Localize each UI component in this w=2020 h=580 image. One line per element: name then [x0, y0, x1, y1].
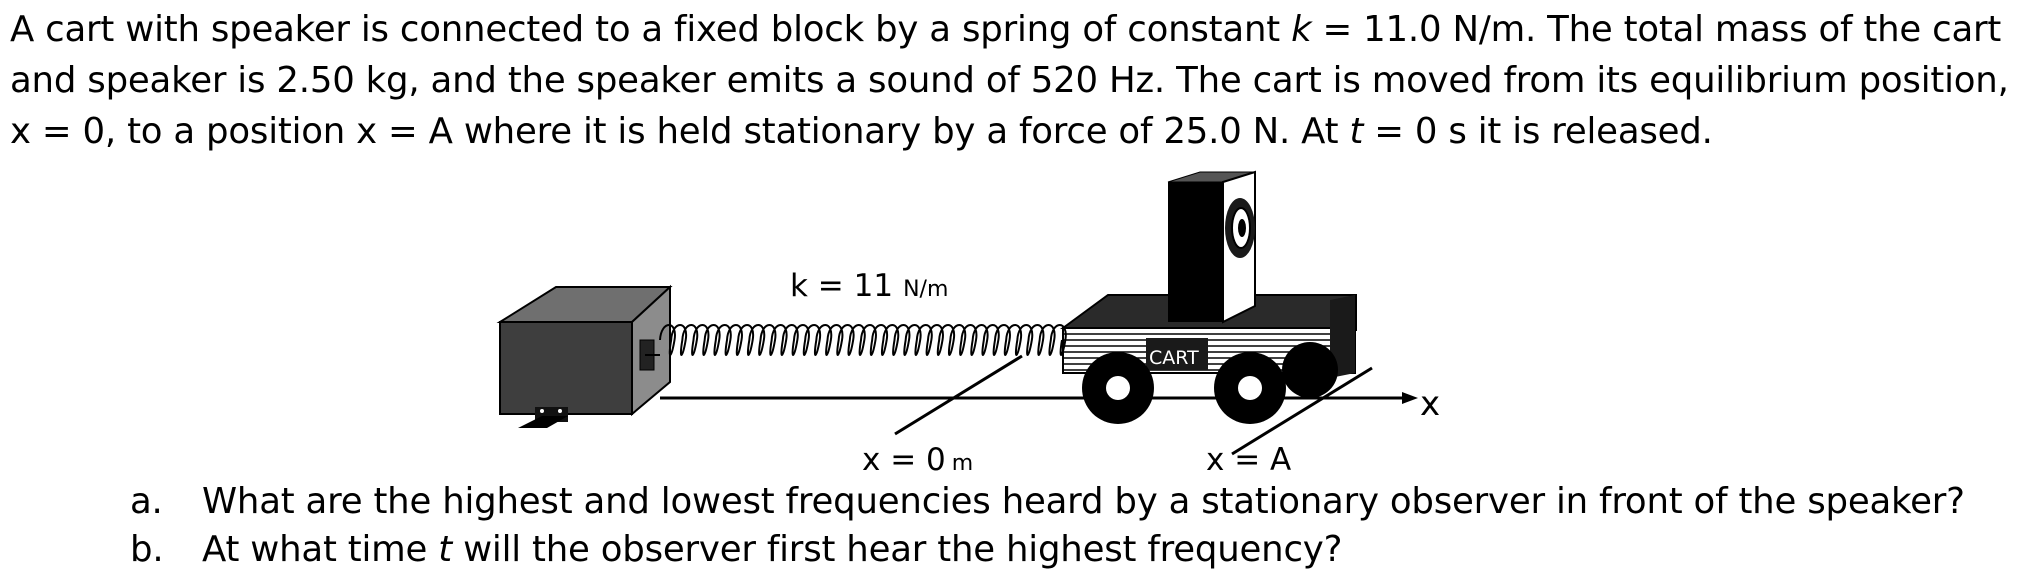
problem-paragraph: A cart with speaker is connected to a fi…	[10, 4, 2015, 157]
x-axis-arrow-icon	[1402, 392, 1418, 404]
spring-constant-label: k = 11 N/m	[790, 268, 948, 304]
question-b-label: b.	[130, 529, 164, 570]
equilibrium-marker	[894, 354, 1023, 436]
fixed-block	[496, 284, 673, 428]
cart-label: CART	[1149, 347, 1199, 369]
question-b-var-t: t	[438, 529, 452, 570]
release-position-label: x = A	[1206, 442, 1291, 478]
var-t: t	[1349, 111, 1364, 152]
problem-statement: A cart with speaker is connected to a fi…	[10, 4, 2015, 157]
question-a-text: What are the highest and lowest frequenc…	[202, 481, 1965, 522]
spring-constant-value: k = 11	[790, 268, 893, 304]
equilibrium-value: x = 0	[862, 442, 946, 478]
problem-text-2: = 11.0 N/m. The total mass of the cart a…	[10, 9, 2009, 152]
problem-text-3: = 0 s it is released.	[1363, 111, 1713, 152]
spring-coil	[659, 324, 1067, 356]
problem-text-1: A cart with speaker is connected to a fi…	[10, 9, 1292, 50]
question-a-label: a.	[130, 481, 163, 522]
question-b-text-1: At what time	[202, 529, 439, 570]
speaker	[1167, 170, 1256, 324]
var-k: k	[1291, 9, 1312, 50]
equilibrium-unit: m	[952, 451, 973, 476]
question-b-text: At what time t will the observer first h…	[202, 526, 1342, 574]
question-b-text-2: will the observer first hear the highest…	[451, 529, 1343, 570]
release-position-marker	[1231, 366, 1373, 456]
spring	[645, 324, 1067, 356]
x-axis-label: x	[1420, 384, 1440, 424]
spring-constant-unit: N/m	[903, 277, 948, 302]
